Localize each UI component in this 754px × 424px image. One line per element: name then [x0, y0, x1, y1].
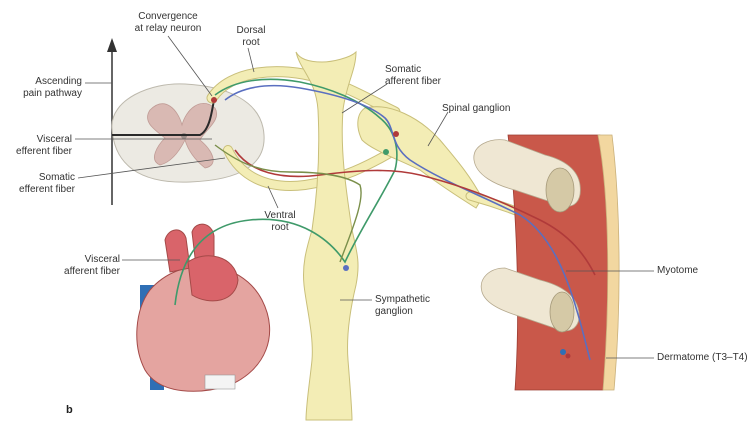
somatic-afferent-fiber-line [224, 84, 591, 361]
label-somatic-efferent: Somatic efferent fiber [19, 172, 75, 195]
label-sympathetic-ganglion: Sympathetic ganglion [375, 294, 431, 317]
label-ascending-pain-pathway: Ascending pain pathway [23, 76, 82, 99]
heart [136, 223, 271, 392]
body-wall [473, 134, 620, 391]
label-visceral-efferent: Visceral efferent fiber [16, 134, 72, 157]
ascending-pathway-line [112, 99, 215, 136]
visceral-efferent-fiber-line [214, 144, 362, 263]
label-spinal-ganglion: Spinal ganglion [442, 103, 511, 114]
panel-letter: b [66, 404, 73, 416]
label-dorsal-root: Dorsal root [236, 25, 266, 48]
label-convergence: Convergence at relay neuron [134, 11, 202, 34]
label-somatic-afferent: Somatic afferent fiber [385, 64, 441, 87]
label-ventral-root: Ventral root [264, 210, 296, 233]
sympathetic-trunk [295, 50, 359, 421]
visceral-afferent-fiber-line [174, 78, 398, 306]
somatic-efferent-fiber-line [234, 149, 596, 276]
label-dermatome: Dermatome (T3–T4) [657, 352, 748, 363]
label-visceral-afferent: Visceral afferent fiber [64, 254, 120, 277]
ascending-pathway-arrowhead [107, 38, 117, 52]
label-myotome: Myotome [657, 265, 699, 276]
leader-lines [75, 35, 654, 359]
